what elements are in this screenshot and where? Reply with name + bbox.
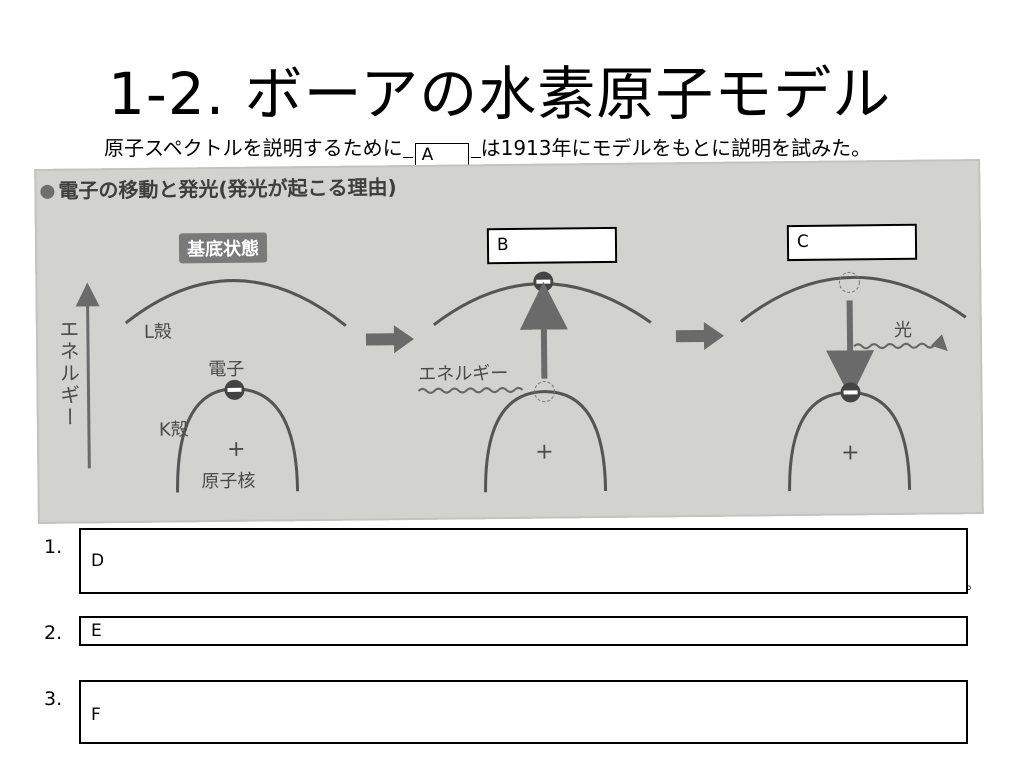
down-arrow [826,300,875,399]
k-shell-arc-2 [484,390,608,493]
answer-box-c[interactable]: C [786,223,918,262]
answer-box-b[interactable]: B [486,226,618,265]
energy-axis-arrow [75,282,100,469]
blank-underline-right [470,143,481,158]
answer-number-3: 3. [44,688,63,710]
bullet-dot-icon [40,184,55,199]
l-shell-arc-3 [739,275,967,323]
nucleus-plus-1: + [226,436,246,462]
answer-box-e[interactable]: E [79,616,968,646]
vacant-orbit-icon-3 [838,271,860,293]
nucleus-plus-2: + [535,439,554,465]
figure-drawing [75,271,967,493]
nucleus-plus-3: + [841,440,860,466]
light-wave-out [853,334,948,352]
blank-underline-left [402,143,413,158]
transition-arrow-2 [675,321,724,350]
transition-arrow-1 [365,325,414,354]
energy-wave-in [417,386,524,394]
energy-in-label: エネルギー [418,363,509,385]
blank-box-a[interactable]: A [414,143,469,167]
subtitle-after: は1913年にモデルをもとに説明を試みた。 [480,136,872,160]
electron-label: 電子 [208,358,245,381]
answer-box-f[interactable]: F [79,680,968,744]
up-arrow [519,281,568,379]
answer-box-d[interactable]: D [79,528,968,594]
subtitle-before: 原子スペクトルを説明するために [104,136,403,160]
energy-axis-label: エネルギー [55,318,81,429]
ground-state-badge: 基底状態 [178,232,268,264]
subtitle-sentence: 原子スペクトルを説明するために A は1913年にモデルをもとに説明を試みた。 [104,135,871,167]
trailing-period: 。 [966,577,980,593]
bohr-model-figure: 電子の移動と発光(発光が起こる理由) 基底状態 エネルギー L殻 K殻 電子 +… [34,159,984,524]
nucleus-label: 原子核 [201,470,256,493]
answer-number-1: 1. [44,536,63,558]
answer-number-2: 2. [44,622,63,644]
page-title: 1-2. ボーアの水素原子モデル [108,60,892,128]
l-shell-arc-1 [124,279,347,327]
light-label: 光 [893,319,913,341]
l-shell-label: L殻 [143,321,173,343]
vacant-orbit-icon-2 [534,381,556,403]
k-shell-label: K殻 [158,419,189,441]
figure-heading: 電子の移動と発光(発光が起こる理由) [40,171,397,204]
